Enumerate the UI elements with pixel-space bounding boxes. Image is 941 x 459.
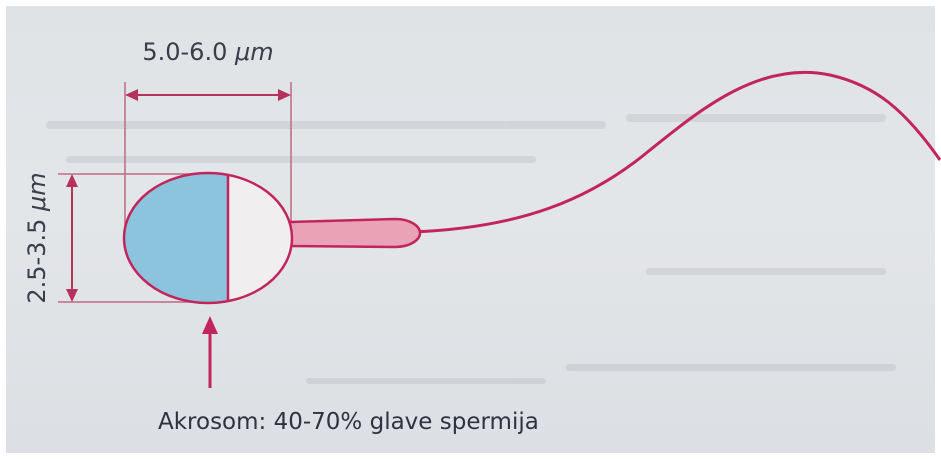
acrosome-pointer-arrow [202,316,218,388]
width-label: 5.0-6.0 μm [142,38,273,66]
head-outline [122,171,294,305]
acrosome-caption: Akrosom: 40-70% glave spermija [158,409,539,435]
width-arrowhead-right [278,89,291,101]
sperm-head [122,171,294,305]
background-texture [46,114,896,384]
sperm-tail [411,70,941,234]
height-label: 2.5-3.5 μm [23,172,51,303]
sperm-midpiece [288,217,422,249]
acrosome-region [124,173,228,303]
height-arrowhead-bottom [66,289,78,302]
width-dimension [124,82,292,238]
width-arrowhead-left [125,89,138,101]
height-arrowhead-top [66,174,78,187]
